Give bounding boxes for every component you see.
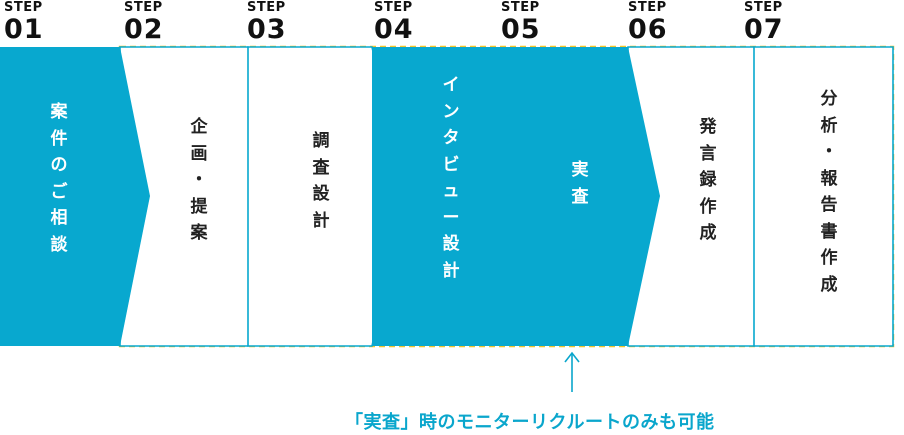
step-text-char: 相 [50, 208, 68, 228]
step-text-char: 実 [571, 160, 589, 180]
step-text-char: 成 [699, 223, 717, 243]
step-text-05: 実査 [560, 157, 600, 210]
step-text-char: 案 [50, 102, 68, 122]
step-label-04: STEP 04 [374, 0, 414, 44]
step-shape-05 [500, 47, 660, 346]
step-text-04: インタビュー設計 [431, 72, 471, 284]
step-text-07: 分析・報告書作成 [809, 86, 849, 298]
step-text-char: 計 [442, 260, 460, 281]
step-text-char: ビ [442, 154, 460, 175]
step-text-char: 企 [190, 117, 208, 137]
step-word: STEP [501, 0, 540, 15]
step-text-03: 調査設計 [301, 128, 341, 234]
step-shape-07 [753, 46, 894, 347]
step-text-01: 案件のご相談 [39, 99, 79, 258]
step-text-char: 報 [820, 168, 838, 189]
step-number: 04 [374, 14, 414, 45]
step-text-char: ン [442, 101, 460, 122]
step-text-char: 案 [190, 223, 208, 243]
step-text-char: 録 [699, 170, 717, 190]
step-text-char: 設 [442, 234, 460, 254]
step-number: 06 [628, 14, 668, 45]
note-text: 「実査」時のモニターリクルートのみも可能 [345, 412, 715, 433]
step-text-char: 析 [820, 115, 838, 136]
step-number: 03 [247, 14, 287, 45]
step-label-06: STEP 06 [628, 0, 668, 44]
step-text-char: 言 [699, 143, 717, 164]
step-label-01: STEP 01 [4, 0, 44, 44]
step-label-02: STEP 02 [124, 0, 164, 44]
arrow-up-icon [564, 351, 580, 392]
step-text-char: 告 [820, 195, 838, 215]
step-label-03: STEP 03 [247, 0, 287, 44]
step-text-char: 成 [820, 274, 838, 295]
step-word: STEP [4, 0, 43, 15]
step-shape-04 [372, 47, 530, 346]
step-text-char: ・ [190, 170, 208, 190]
step-text-06: 発言録作成 [688, 114, 728, 247]
step-text-char: 査 [312, 157, 330, 178]
step-text-char: 書 [820, 221, 838, 242]
step-text-char: 調 [312, 131, 330, 151]
step-text-char: 提 [190, 196, 208, 217]
step-text-char: 作 [699, 196, 717, 217]
step-text-char: 計 [312, 210, 330, 231]
step-text-char: の [50, 155, 68, 175]
step-text-char: 作 [820, 248, 838, 268]
step-label-05: STEP 05 [501, 0, 541, 44]
step-word: STEP [124, 0, 163, 15]
step-word: STEP [744, 0, 783, 15]
step-text-char: 画 [190, 143, 208, 164]
step-number: 07 [744, 14, 784, 45]
step-text-char: タ [442, 128, 460, 148]
step-number: 01 [4, 14, 44, 45]
step-text-char: 件 [50, 128, 68, 149]
step-text-char: ー [442, 207, 460, 228]
step-number: 02 [124, 14, 164, 45]
step-text-char: 談 [50, 234, 68, 255]
step-word: STEP [628, 0, 667, 15]
step-text-char: ご [50, 181, 68, 202]
step-text-char: ュ [442, 181, 460, 201]
step-text-char: 分 [820, 89, 838, 109]
step-number: 05 [501, 14, 541, 45]
step-text-char: 設 [312, 184, 330, 204]
step-text-char: 発 [699, 117, 717, 137]
step-text-char: ・ [820, 142, 838, 162]
step-label-07: STEP 07 [744, 0, 784, 44]
step-word: STEP [374, 0, 413, 15]
step-word: STEP [247, 0, 286, 15]
step-text-02: 企画・提案 [179, 114, 219, 247]
step-text-char: イ [442, 75, 460, 95]
step-text-char: 査 [571, 186, 589, 207]
step-shape-01 [0, 47, 150, 346]
